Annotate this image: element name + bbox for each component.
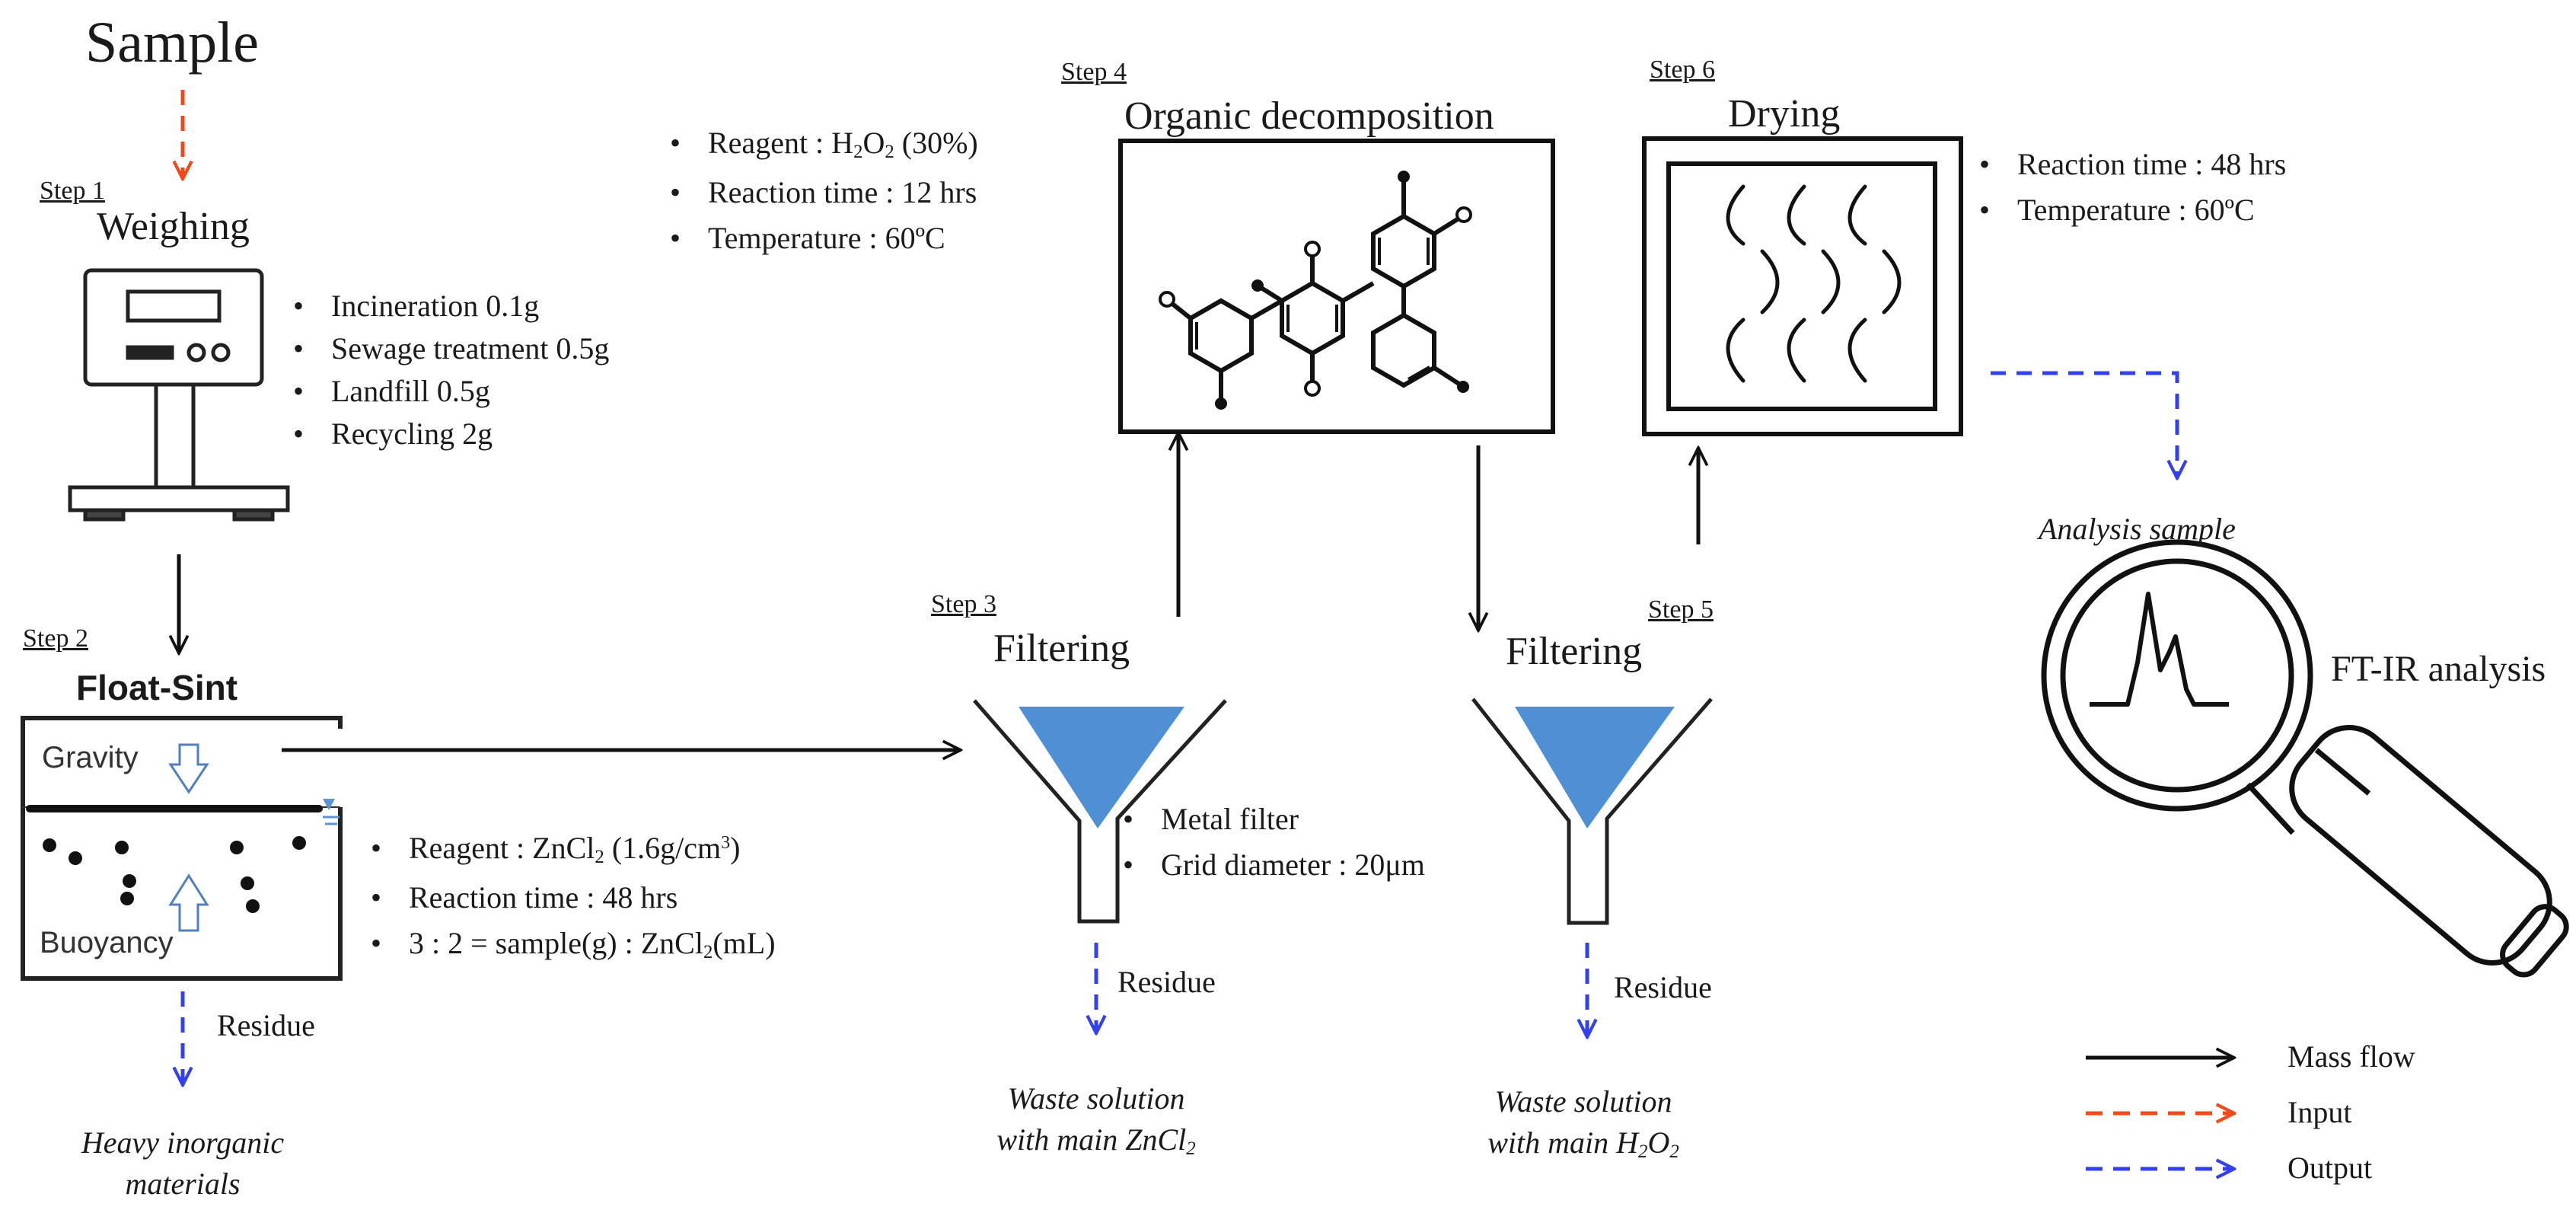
step2-ratio: •3 : 2 = sample(g) : ZnCl2(mL) xyxy=(371,925,776,963)
step1-item: •Incineration 0.1g xyxy=(293,289,540,323)
step3-item: •Metal filter xyxy=(1123,802,1299,836)
step2-residue-label: Residue xyxy=(217,1008,315,1042)
step1-item-list: •Incineration 0.1g •Sewage treatment 0.5… xyxy=(293,291,609,449)
step5-residue-label: Residue xyxy=(1614,970,1712,1004)
step2-output-label: Heavy inorganic materials xyxy=(81,1125,285,1201)
step2-time: •Reaction time : 48 hrs xyxy=(371,879,678,915)
step6-time: •Reaction time : 48 hrs xyxy=(1979,147,2287,181)
step1-item: •Landfill 0.5g xyxy=(293,374,490,408)
step3-item: •Grid diameter : 20μm xyxy=(1123,848,1425,882)
step3-title: Filtering xyxy=(993,627,1130,670)
sample-label: Sample xyxy=(85,11,259,75)
magnifier-icon xyxy=(2041,539,2569,978)
legend-output-label: Output xyxy=(2287,1151,2373,1185)
step1-title: Weighing xyxy=(97,205,250,248)
molecule-structure-icon xyxy=(1167,181,1464,400)
step2-conditions: •Reagent : ZnCl2 (1.6g/cm3) •Reaction ti… xyxy=(371,833,776,962)
step1-label: Step 1 xyxy=(40,177,105,205)
step3-conditions: •Metal filter •Grid diameter : 20μm xyxy=(1123,804,1425,880)
scale-icon xyxy=(68,268,290,522)
funnel-icon-step5 xyxy=(1471,697,1713,925)
step3-output-label: Waste solution with main ZnCl2 xyxy=(996,1081,1196,1160)
step4-title: Organic decomposition xyxy=(1124,94,1494,138)
organic-decomposition-box xyxy=(1118,139,1555,434)
step3-label: Step 3 xyxy=(931,590,996,618)
drying-oven-inner xyxy=(1666,161,1937,411)
step4-label: Step 4 xyxy=(1061,58,1127,86)
spectrum-peak-icon xyxy=(2090,592,2229,707)
step6-label: Step 6 xyxy=(1650,56,1715,84)
step3-residue-label: Residue xyxy=(1117,965,1216,999)
buoyancy-label: Buoyancy xyxy=(40,926,174,959)
step5-output-label: Waste solution with main H2O2 xyxy=(1487,1084,1679,1163)
gravity-arrow-icon xyxy=(168,743,209,794)
analysis-sample-label: Analysis sample xyxy=(2039,512,2236,546)
sinking-particles xyxy=(43,836,306,913)
step6-conditions: •Reaction time : 48 hrs •Temperature : 6… xyxy=(1979,149,2286,225)
ftir-label: FT-IR analysis xyxy=(2331,649,2546,689)
step5-title: Filtering xyxy=(1506,630,1643,673)
floating-particles xyxy=(26,805,323,812)
step4-time: •Reaction time : 12 hrs xyxy=(670,174,977,209)
output-arrow-step6 xyxy=(1991,371,2177,478)
molecule-atoms xyxy=(1159,171,1472,410)
legend-mass-flow-label: Mass flow xyxy=(2287,1039,2415,1074)
step6-temp: •Temperature : 60ºC xyxy=(1979,193,2255,227)
funnel-icon-step3 xyxy=(973,699,1227,924)
legend xyxy=(2086,1058,2234,1169)
step4-temp: •Temperature : 60ºC xyxy=(670,220,945,255)
heat-waves-icon xyxy=(1726,184,1902,383)
step2-title: Float-Sint xyxy=(76,668,238,707)
buoyancy-arrow-icon xyxy=(168,873,209,932)
step2-label: Step 2 xyxy=(23,624,88,653)
gravity-label: Gravity xyxy=(42,741,139,774)
float-tank-icon xyxy=(21,716,343,981)
step6-title: Drying xyxy=(1728,92,1841,136)
step5-label: Step 5 xyxy=(1648,595,1714,624)
step2-reagent: •Reagent : ZnCl2 (1.6g/cm3) xyxy=(371,831,741,868)
step1-item: •Recycling 2g xyxy=(293,417,493,451)
legend-input-label: Input xyxy=(2287,1095,2352,1129)
drying-oven-outer xyxy=(1642,136,1963,436)
step1-item: •Sewage treatment 0.5g xyxy=(293,331,610,366)
step4-conditions: •Reagent : H2O2 (30%) •Reaction time : 1… xyxy=(670,128,978,254)
step4-reagent: •Reagent : H2O2 (30%) xyxy=(670,126,978,163)
